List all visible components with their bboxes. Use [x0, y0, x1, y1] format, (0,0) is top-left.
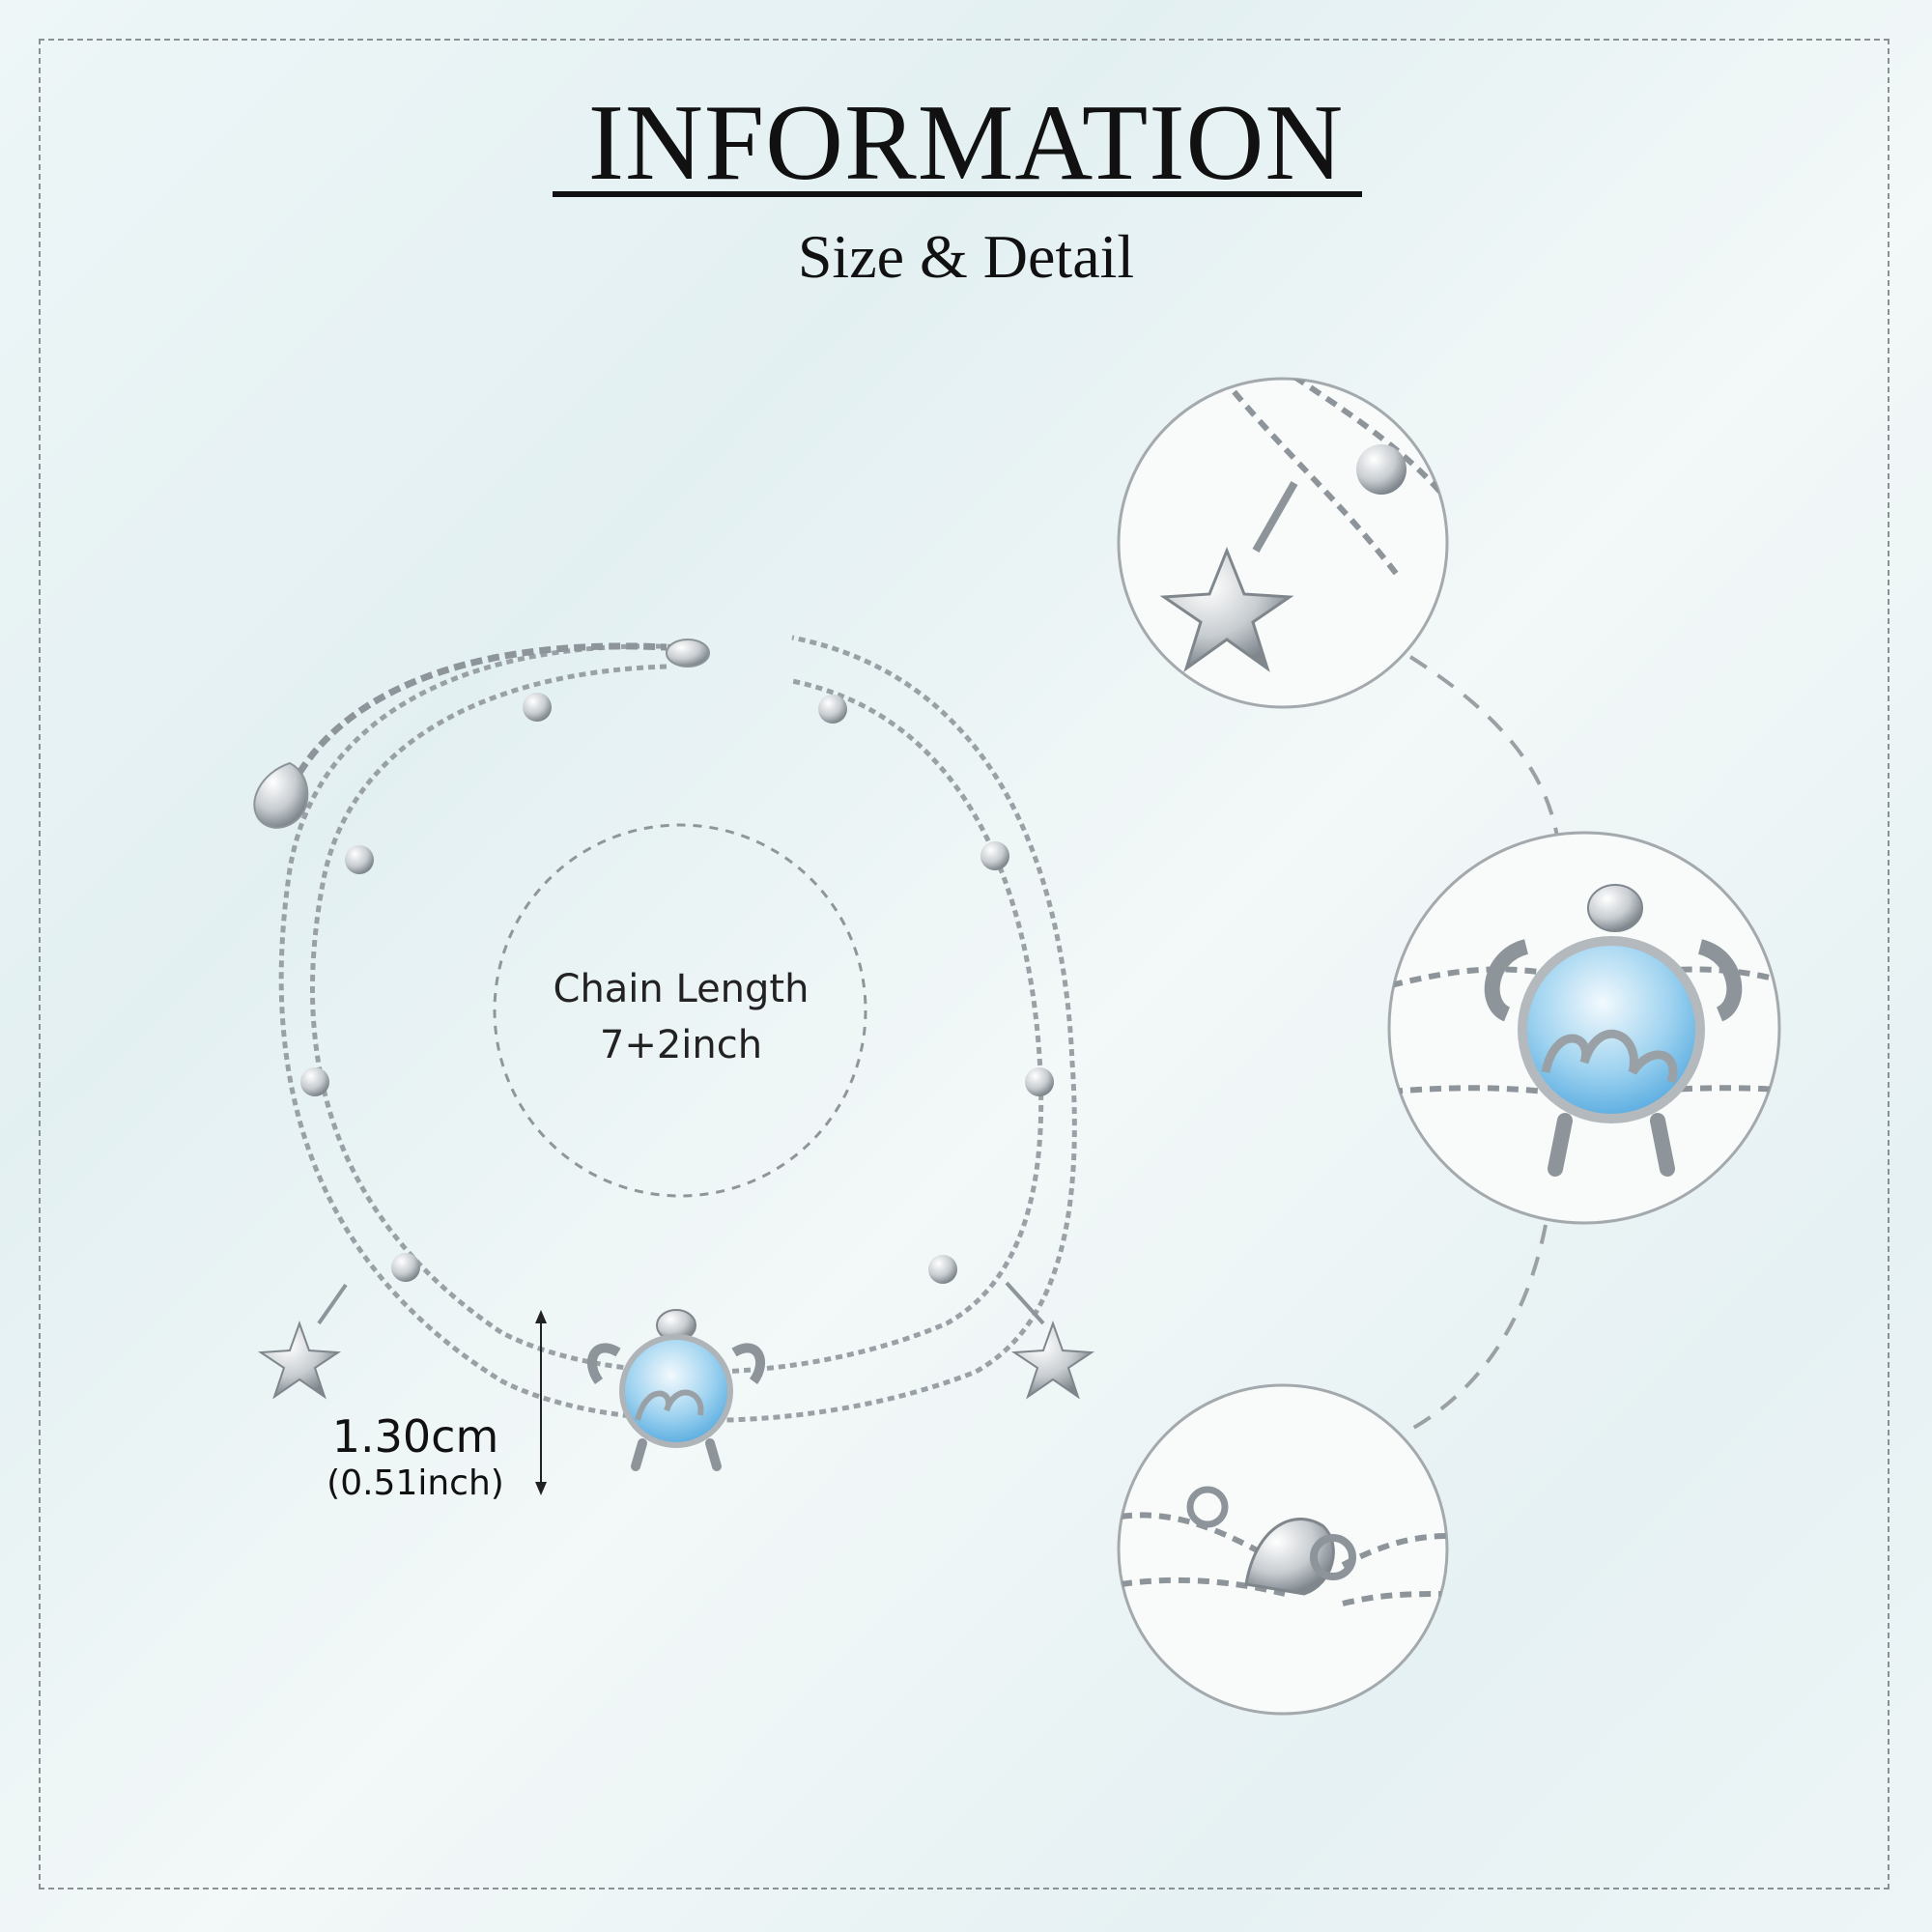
- pendant-height-inch: (0.51inch): [327, 1463, 504, 1503]
- chain-length-label: Chain Length 7+2inch: [522, 961, 840, 1073]
- bead: [391, 1253, 420, 1282]
- detail-circle-starfish: [1117, 377, 1449, 709]
- dashed-frame: [39, 39, 1889, 1889]
- page-title: INFORMATION: [587, 83, 1345, 203]
- connector-arc-bottom: [1409, 1224, 1548, 1432]
- bead: [523, 693, 552, 722]
- chain-length-circle: [493, 823, 867, 1198]
- starfish-charm-left: [257, 1283, 348, 1400]
- teardrop-tag: [253, 761, 309, 829]
- title-underline: [553, 191, 1362, 197]
- turtle-pendant: [586, 1309, 766, 1471]
- pendant-height-cm: 1.30cm: [331, 1410, 499, 1463]
- lobster-clasp: [666, 639, 710, 668]
- detail-circle-turtle: [1387, 831, 1781, 1225]
- bead: [1025, 1067, 1054, 1096]
- bead: [818, 695, 847, 724]
- extender-chain: [297, 642, 668, 775]
- bead: [300, 1067, 329, 1096]
- detail-circle-clasp: [1117, 1383, 1449, 1716]
- starfish-charm-right: [1005, 1281, 1095, 1400]
- connector-arc-top: [1408, 655, 1559, 838]
- bead: [345, 845, 374, 874]
- bead: [980, 841, 1009, 870]
- chain-length-title: Chain Length: [553, 967, 810, 1011]
- bead: [928, 1255, 957, 1284]
- chain-length-value: 7+2inch: [599, 1023, 763, 1067]
- pendant-height-arrow: [535, 1310, 547, 1495]
- bracelet-illustration: [253, 635, 1095, 1495]
- page-subtitle: Size & Detail: [797, 222, 1135, 291]
